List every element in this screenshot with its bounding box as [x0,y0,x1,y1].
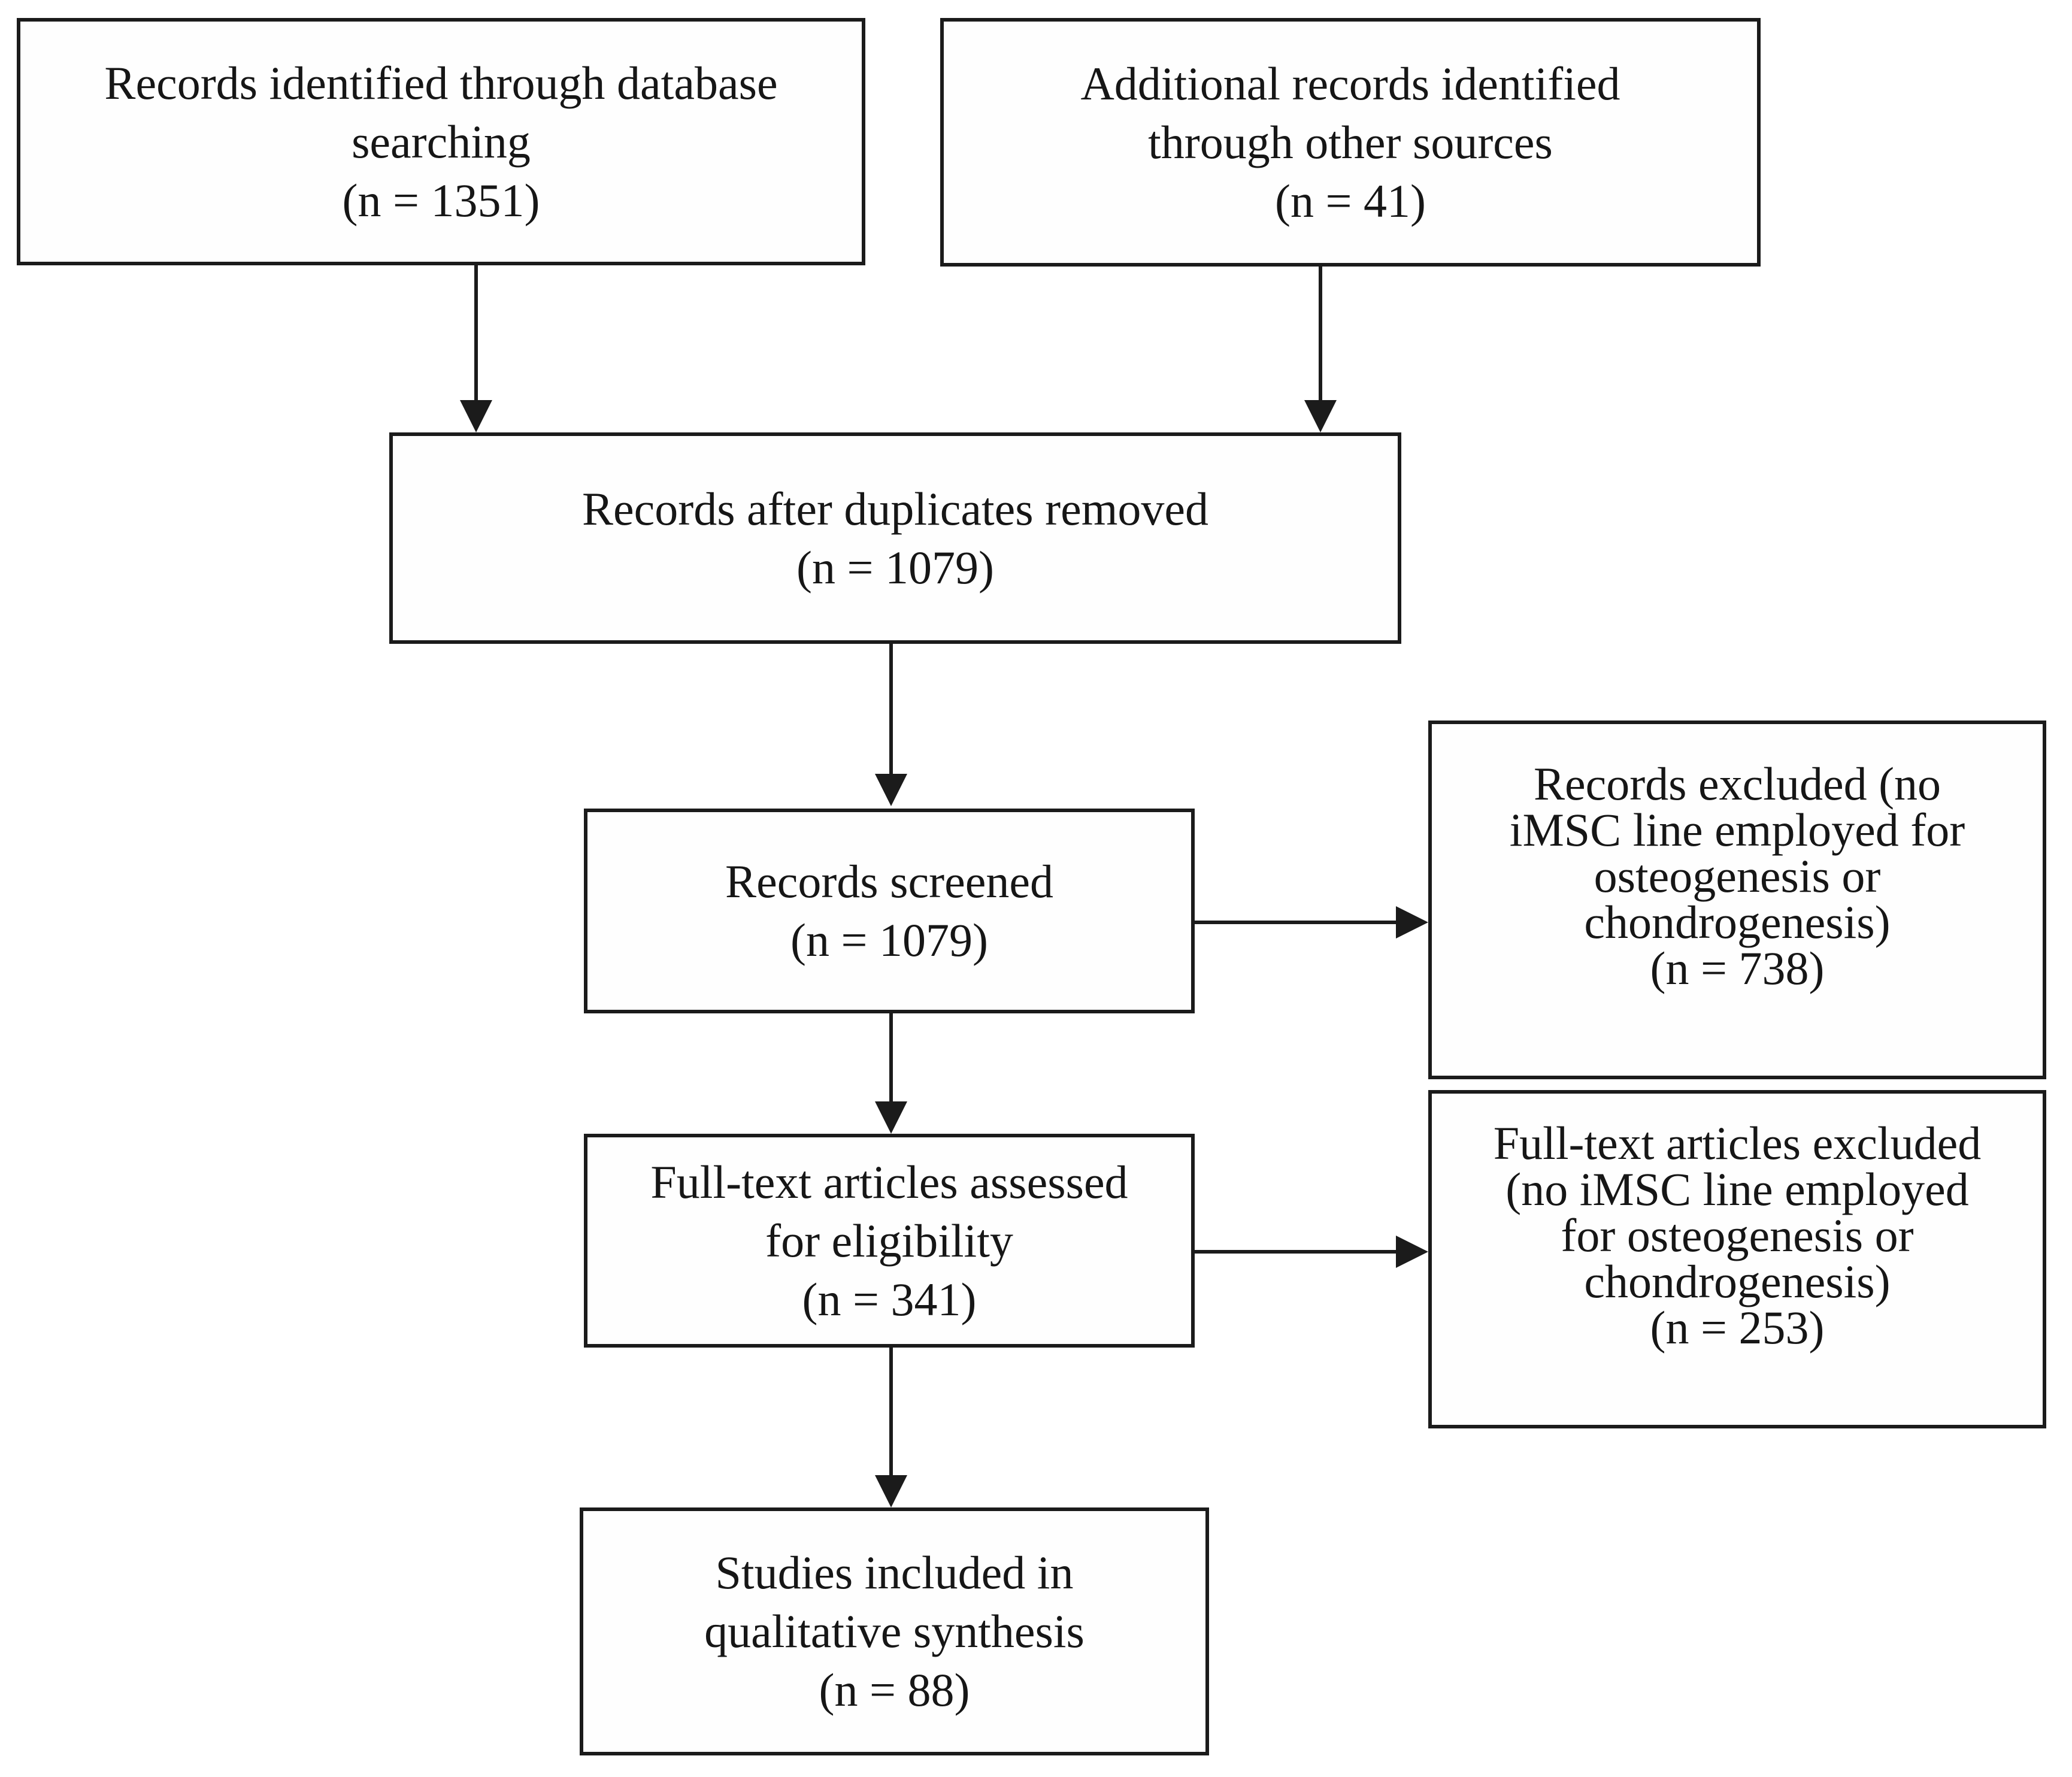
arrow-fulltext-to-included-line [889,1348,893,1478]
box-fulltext-assessed-text: Full-text articles assessed for eligibil… [650,1155,1128,1325]
box-records-screened: Records screened (n = 1079) [584,809,1195,1013]
arrow-screened-to-fulltext-head-icon [875,1101,907,1134]
arrow-identified-to-duplicates-line [474,265,478,404]
arrow-additional-to-duplicates-head-icon [1304,400,1337,432]
box-additional-records-text: Additional records identified through ot… [1080,57,1620,227]
arrow-screened-to-excluded-head-icon [1396,906,1428,939]
box-fulltext-assessed: Full-text articles assessed for eligibil… [584,1134,1195,1348]
arrow-fulltext-to-excluded-head-icon [1396,1236,1428,1268]
box-duplicates-removed-text: Records after duplicates removed (n = 10… [581,482,1209,594]
arrow-fulltext-to-included-head-icon [875,1475,907,1507]
arrow-screened-to-excluded-line [1195,921,1400,924]
box-studies-included-text: Studies included in qualitative synthesi… [704,1546,1085,1716]
box-studies-included: Studies included in qualitative synthesi… [580,1507,1209,1755]
box-records-excluded-text: Records excluded (no iMSC line employed … [1509,758,1965,994]
box-records-screened-text: Records screened (n = 1079) [725,855,1053,966]
box-records-excluded: Records excluded (no iMSC line employed … [1428,721,2046,1079]
arrow-duplicates-to-screened-head-icon [875,774,907,806]
box-records-identified-text: Records identified through database sear… [104,56,778,226]
arrow-duplicates-to-screened-line [889,644,893,777]
arrow-fulltext-to-excluded-line [1195,1250,1400,1254]
box-records-identified: Records identified through database sear… [17,18,865,265]
box-fulltext-excluded: Full-text articles excluded (no iMSC lin… [1428,1090,2046,1428]
arrow-screened-to-fulltext-line [889,1013,893,1106]
box-fulltext-excluded-text: Full-text articles excluded (no iMSC lin… [1493,1117,1982,1354]
box-additional-records: Additional records identified through ot… [940,18,1761,267]
arrow-additional-to-duplicates-line [1319,267,1322,404]
box-duplicates-removed: Records after duplicates removed (n = 10… [389,432,1401,644]
arrow-identified-to-duplicates-head-icon [460,400,492,432]
